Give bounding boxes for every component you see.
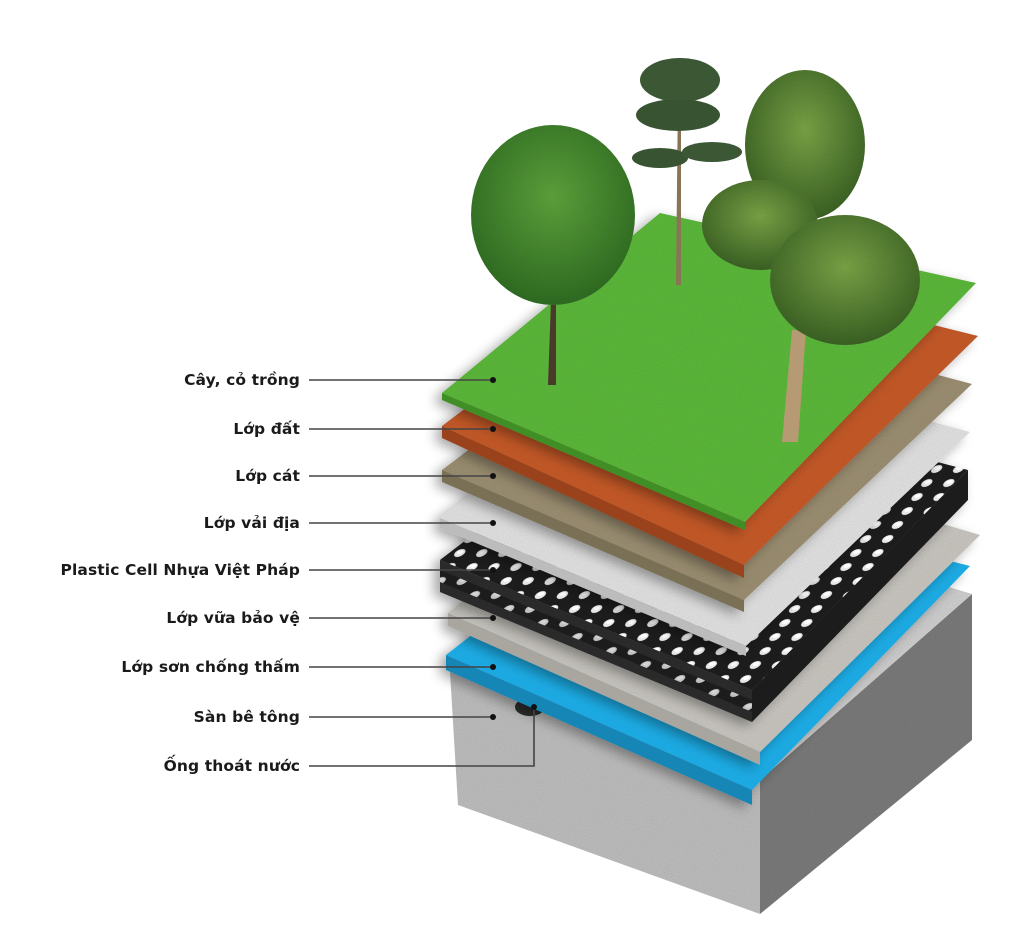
tree-left [471,125,635,385]
leader-dot [490,567,496,573]
leader-dot [490,714,496,720]
tree-right [702,70,920,442]
label-soil: Lớp đất [233,420,300,438]
leader-line [309,707,535,767]
label-geotextile: Lớp vải địa [203,514,300,532]
leader-lines [309,377,537,767]
leader-dot [531,704,537,710]
tree-middle [632,58,742,285]
leader-dot [490,615,496,621]
leader-dot [490,473,496,479]
leader-dot [490,377,496,383]
leader-dot [490,664,496,670]
label-concrete: Sàn bê tông [193,708,300,726]
label-mortar: Lớp vữa bảo vệ [166,609,300,627]
label-drain-pipe: Ống thoát nước [163,757,300,775]
label-vegetation: Cây, cỏ trồng [184,371,300,389]
leader-dot [490,426,496,432]
label-sand: Lớp cát [235,467,300,485]
leader-dot [490,520,496,526]
label-waterproof: Lớp sơn chống thấm [121,658,300,676]
label-plastic-cell: Plastic Cell Nhựa Việt Pháp [60,561,300,579]
